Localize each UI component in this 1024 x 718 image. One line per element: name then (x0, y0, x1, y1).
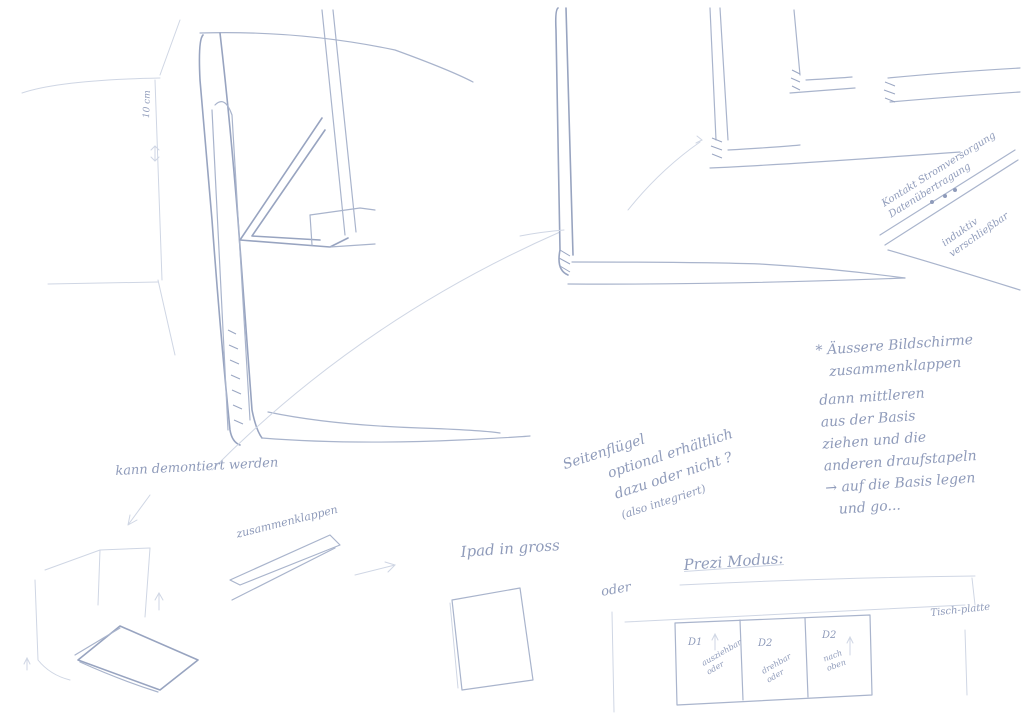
folding-sequence-sketch (23, 494, 396, 693)
right-frame-sketch (519, 7, 1021, 291)
panel-1-id: D1 (688, 637, 703, 648)
left-device-sketch (21, 9, 561, 471)
steps-note: * Äussere Bildschirme zusammenklappen da… (815, 329, 985, 522)
dimension-label: 10 cm (142, 90, 153, 119)
panel-2-id: D2 (758, 638, 773, 649)
ipad-sketch (449, 587, 534, 691)
panel-3-id: D2 (822, 630, 837, 641)
prezi-mode-sketch (611, 575, 976, 713)
